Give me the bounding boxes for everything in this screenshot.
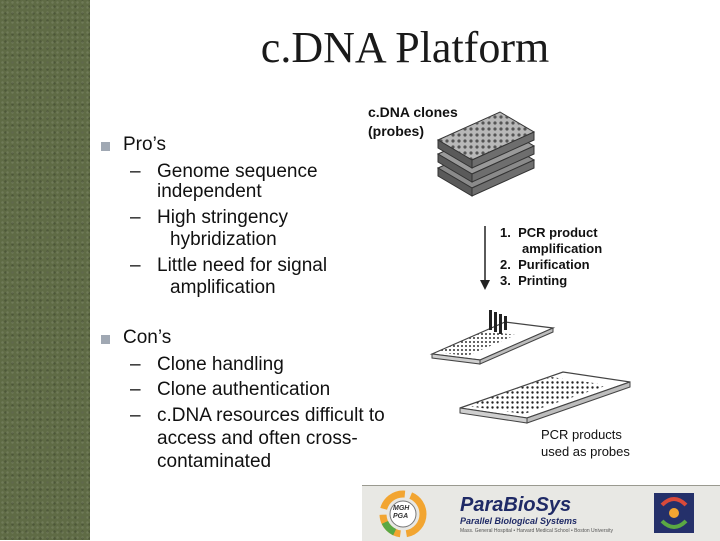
pros-item-3-line1: Little need for signal (157, 255, 328, 276)
cons-item-1: Clone handling (157, 354, 284, 375)
logo-mgh-text: MGH (393, 505, 410, 512)
cons-heading: Con’s (123, 327, 172, 348)
down-arrow-icon (480, 226, 490, 290)
dash-icon: – (130, 207, 141, 228)
pros-item-3-line2: amplification (170, 277, 276, 298)
pcr-products-label-line1: PCR products (541, 427, 622, 442)
step-2: 2. Purification (500, 257, 590, 272)
cons-item-3-line2: access and often cross- (157, 428, 358, 449)
step-3: 3. Printing (500, 273, 568, 288)
clones-label-line2: (probes) (368, 123, 424, 139)
banner-title: ParaBioSys (460, 494, 572, 516)
pros-item-1-line2: independent (157, 181, 262, 202)
step-1-cont: amplification (522, 241, 603, 256)
cons-item-3-line3: contaminated (157, 451, 272, 472)
banner-subtitle: Parallel Biological Systems (460, 516, 578, 526)
mgh-pga-logo-icon (379, 490, 427, 538)
cons-item-3-line1: c.DNA resources difficult to (157, 405, 385, 426)
dash-icon: – (130, 379, 141, 400)
cons-item-2: Clone authentication (157, 379, 331, 400)
dash-icon: – (130, 255, 141, 276)
process-steps: 1. PCR product amplification 2. Purifica… (500, 225, 602, 289)
dash-icon: – (130, 161, 141, 182)
pros-item-1-line1: Genome sequence (157, 161, 318, 182)
dash-icon: – (130, 354, 141, 375)
logo-pga-text: PGA (393, 513, 409, 520)
pros-heading: Pro’s (123, 134, 166, 155)
decorative-sidebar (0, 0, 90, 540)
dash-icon: – (130, 405, 141, 426)
pros-bullet-icon (101, 142, 110, 151)
step-1: 1. PCR product (500, 225, 598, 240)
printing-slide-icon (429, 310, 556, 365)
clone-plates-icon (436, 111, 536, 197)
pcr-products-label-line2: used as probes (541, 444, 630, 459)
pros-item-2-line1: High stringency (157, 207, 288, 228)
pros-item-2-line2: hybridization (170, 229, 277, 250)
microarray-slide-icon (459, 371, 631, 424)
slide-title: c.DNA Platform (260, 23, 550, 72)
parabiosys-logo-icon (654, 493, 694, 533)
cons-bullet-icon (101, 335, 110, 344)
banner-institutions: Mass. General Hospital • Harvard Medical… (460, 528, 614, 534)
parabiosys-banner: MGH PGA ParaBioSys Parallel Biological S… (362, 485, 720, 541)
clones-label-line1: c.DNA clones (368, 104, 458, 120)
